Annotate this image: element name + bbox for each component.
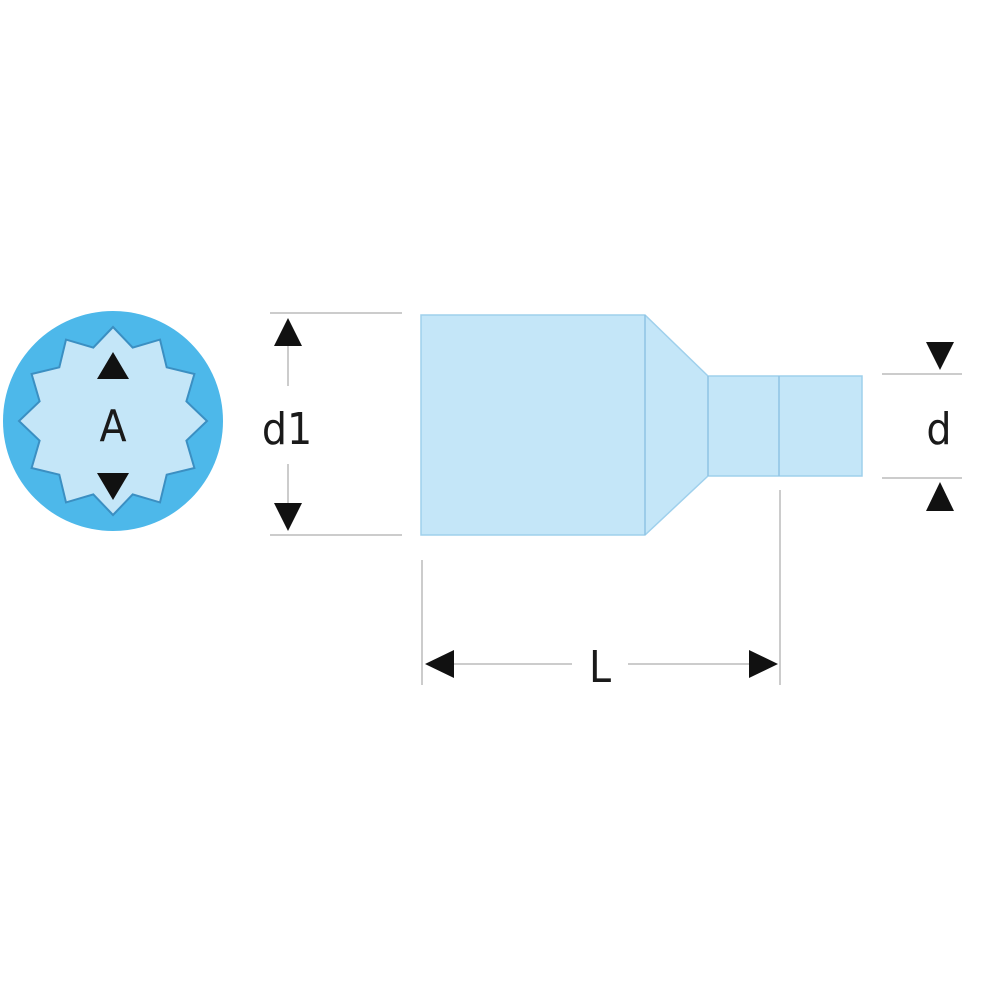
d-down-arrow-icon bbox=[926, 342, 954, 370]
socket-side-view bbox=[420, 314, 863, 536]
opening-size-label: A bbox=[99, 401, 126, 452]
d1-up-arrow-icon bbox=[274, 318, 302, 346]
d1-down-arrow-icon bbox=[274, 503, 302, 531]
d-up-arrow-icon bbox=[926, 482, 954, 511]
head-diameter-dimension: d1 bbox=[262, 312, 402, 536]
l-right-arrow-icon bbox=[749, 650, 778, 678]
length-dimension: L bbox=[421, 490, 781, 693]
twelve-point-socket-icon bbox=[17, 325, 209, 517]
l-label: L bbox=[589, 642, 611, 693]
socket-end-view: A bbox=[3, 311, 223, 531]
d1-label: d1 bbox=[262, 404, 312, 455]
opening-down-arrow-icon bbox=[97, 473, 129, 500]
opening-up-arrow-icon bbox=[97, 352, 129, 379]
l-left-arrow-icon bbox=[425, 650, 454, 678]
d-label: d bbox=[926, 404, 951, 455]
socket-body bbox=[420, 314, 863, 536]
drive-diameter-dimension: d bbox=[882, 342, 962, 511]
